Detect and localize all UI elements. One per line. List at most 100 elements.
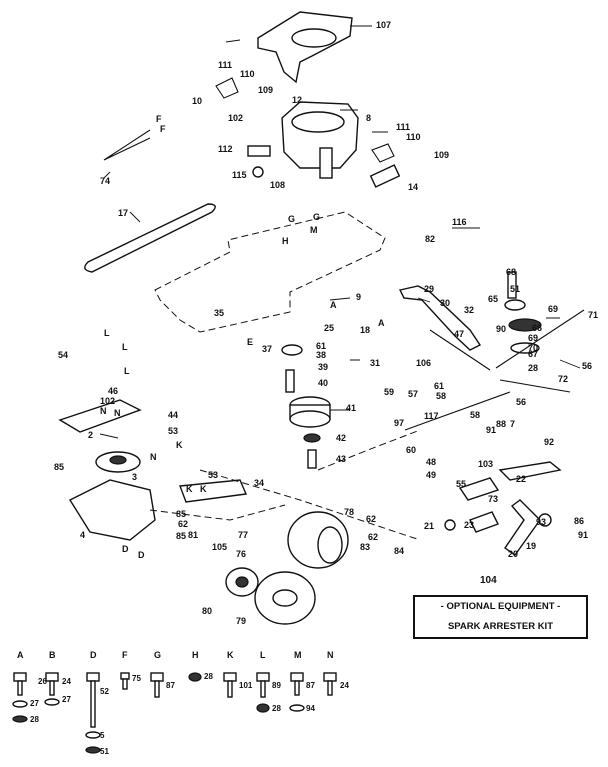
callout-47: 47: [454, 329, 464, 339]
callout-68: 68: [506, 267, 516, 277]
bar-34: [179, 479, 248, 503]
callout-110a: 110: [240, 69, 255, 79]
callout-2: 2: [88, 430, 93, 440]
callout-28a: 28: [528, 363, 538, 373]
callout-54: 54: [58, 350, 68, 360]
hardware-bolt-icon: [290, 672, 304, 682]
callout-Ka: K: [176, 440, 183, 450]
callout-78: 78: [344, 507, 354, 517]
hardware-bolt-icon: [45, 672, 59, 682]
callout-57: 57: [408, 389, 418, 399]
callout-93: 93: [536, 517, 546, 527]
rod-102: [58, 399, 142, 433]
hardware-bolt-icon: [223, 672, 237, 682]
callout-69b: 69: [528, 333, 538, 343]
callout-65: 65: [488, 294, 498, 304]
callout-46: 46: [108, 386, 118, 396]
rod-71: [495, 309, 585, 369]
bolt-43: [307, 449, 317, 469]
callout-60: 60: [406, 445, 416, 455]
callout-Ab: A: [378, 318, 385, 328]
hardware-nut-icon: [12, 715, 28, 723]
callout-61a: 61: [316, 341, 326, 351]
callout-51a: 51: [510, 284, 520, 294]
legend-part-F-75: 75: [132, 674, 141, 683]
hardware-bolt-icon: [49, 680, 55, 696]
callout-25: 25: [324, 323, 334, 333]
cable-74: [103, 129, 151, 161]
part-90: [508, 318, 542, 332]
hardware-bolt-icon: [260, 680, 266, 698]
wheel-79-hub: [272, 589, 298, 607]
callout-116: 116: [452, 217, 467, 227]
callout-Db: D: [138, 550, 145, 560]
callout-8: 8: [366, 113, 371, 123]
legend-part-A-26: 26: [38, 677, 47, 686]
callout-Na: N: [100, 406, 107, 416]
part-70: [510, 342, 540, 354]
callout-43: 43: [336, 454, 346, 464]
callout-10: 10: [192, 96, 202, 106]
hardware-bolt-icon: [294, 680, 300, 696]
optional-kit-ref: 104: [480, 575, 497, 586]
hardware-bolt-icon: [13, 672, 27, 682]
callout-62a: 62: [178, 519, 188, 529]
legend-part-B-24: 24: [62, 677, 71, 686]
legend-part-B-27: 27: [62, 695, 71, 704]
callout-18: 18: [360, 325, 370, 335]
engine-mount: [319, 147, 333, 179]
callout-39: 39: [318, 362, 328, 372]
callout-109a: 109: [258, 85, 273, 95]
muffler-pipe: [369, 164, 401, 188]
callout-69: 69: [548, 304, 558, 314]
leader-lines: [99, 25, 581, 439]
callout-40: 40: [318, 378, 328, 388]
callout-86: 86: [574, 516, 584, 526]
callout-Fa: F: [156, 114, 162, 124]
callout-Lc: L: [124, 366, 130, 376]
callout-85a: 85: [54, 462, 64, 472]
hardware-bolt-icon: [86, 672, 100, 682]
legend-part-A-27: 27: [30, 699, 39, 708]
callout-66: 66: [532, 323, 542, 333]
callout-76: 76: [236, 549, 246, 559]
callout-22: 22: [516, 474, 526, 484]
callout-83: 83: [360, 542, 370, 552]
hardware-nut-icon: [256, 703, 270, 713]
legend-part-N-24: 24: [340, 681, 349, 690]
spark-arrester-kit-label: SPARK ARRESTER KIT: [447, 621, 554, 632]
legend-letter-A: A: [17, 650, 24, 660]
hardware-washer-icon: [44, 698, 60, 706]
callout-56a: 56: [516, 397, 526, 407]
drive-belt: [84, 203, 216, 273]
callout-31: 31: [370, 358, 380, 368]
legend-part-H-28: 28: [204, 672, 213, 681]
nut-115: [252, 166, 264, 178]
washer-42: [303, 433, 321, 443]
exploded-assembly-drawing: [58, 11, 585, 625]
legend-letter-K: K: [227, 650, 234, 660]
part-38: [281, 344, 303, 356]
callout-105: 105: [212, 542, 227, 552]
hardware-bolt-icon: [154, 680, 160, 698]
legend-letter-G: G: [154, 650, 161, 660]
legend-part-L-28: 28: [272, 704, 281, 713]
callout-80: 80: [202, 606, 212, 616]
transmission-4: [68, 479, 156, 541]
callout-117: 117: [424, 411, 439, 421]
callout-17: 17: [118, 208, 128, 218]
callout-30: 30: [440, 298, 450, 308]
legend-letter-B: B: [49, 650, 56, 660]
legend-letter-M: M: [294, 650, 302, 660]
bracket-23: [469, 511, 499, 533]
hardware-legend: A262728B2427D52551F75G87H28K101L8928M879…: [12, 650, 349, 756]
dashed-wheel-path: [199, 469, 421, 541]
callout-111b: 111: [396, 122, 410, 132]
callout-29: 29: [424, 284, 434, 294]
hardware-bolt-icon: [90, 680, 96, 728]
engine-top: [291, 111, 345, 133]
hardware-washer-icon: [12, 700, 28, 708]
shift-rod: [429, 329, 491, 371]
callout-Ga: G: [288, 214, 295, 224]
